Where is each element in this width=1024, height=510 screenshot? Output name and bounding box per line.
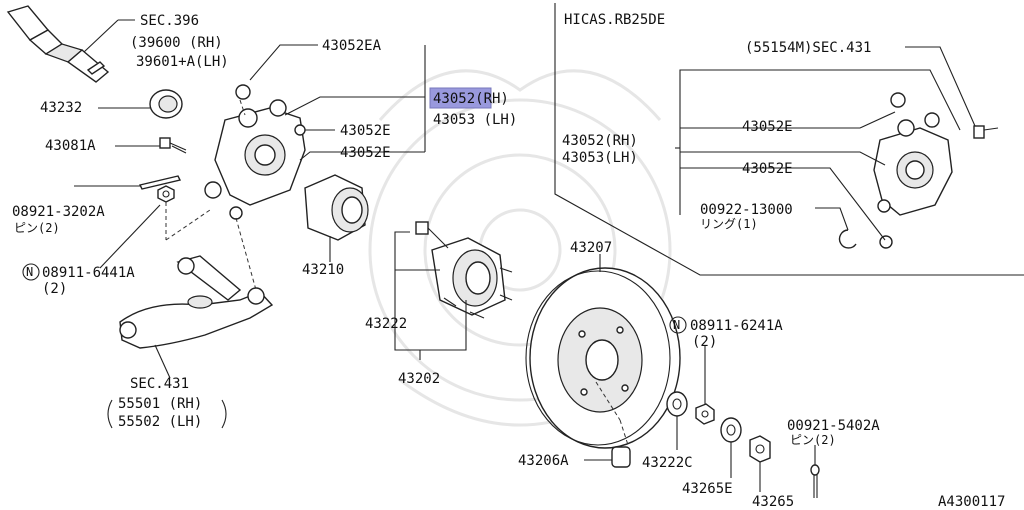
label-55502: 55502 (LH) xyxy=(118,414,202,430)
adjuster-part xyxy=(611,446,631,468)
n-mark-icon-glyph: N xyxy=(26,265,33,279)
lower-arm-part xyxy=(119,255,274,349)
oil-seal-part xyxy=(149,89,183,119)
hicas-inset-frame xyxy=(554,3,1024,276)
hicas-label-00922: 00922-13000 xyxy=(700,202,793,218)
label-sec396: SEC.396 xyxy=(140,13,199,29)
bracket-left xyxy=(107,399,113,429)
label-08911-6441a: 08911-6441A xyxy=(42,265,135,281)
hicas-actuator-part xyxy=(973,125,999,139)
label-43207: 43207 xyxy=(570,240,612,256)
label-39601: 39601+A(LH) xyxy=(136,54,229,70)
label-39600: (39600 (RH) xyxy=(130,35,223,51)
label-43081a: 43081A xyxy=(45,138,96,154)
highlight-43052 xyxy=(429,87,492,109)
hicas-label-sec431: (55154M)SEC.431 xyxy=(745,40,871,56)
hicas-label-43052e-1: 43052E xyxy=(742,119,793,135)
nut-part-a xyxy=(157,185,175,203)
hicas-label-ring: リング(1) xyxy=(700,217,758,231)
bolt-part xyxy=(159,137,187,154)
washer-part xyxy=(666,391,688,417)
n-mark-icon-b xyxy=(669,316,687,334)
label-43052-rh: 43052(RH) xyxy=(433,91,509,107)
castle-nut-part xyxy=(749,435,771,463)
washer-part-b xyxy=(720,417,742,443)
n-mark-icon-b-glyph: N xyxy=(673,318,680,332)
label-43053-lh: 43053 (LH) xyxy=(433,112,517,128)
label-43265: 43265 xyxy=(752,494,794,510)
label-sec431: SEC.431 xyxy=(130,376,189,392)
hicas-label-43052-rh: 43052(RH) xyxy=(562,133,638,149)
label-43210: 43210 xyxy=(302,262,344,278)
brake-disc-part xyxy=(525,267,681,449)
hicas-title: HICAS.RB25DE xyxy=(564,12,665,28)
label-43052ea: 43052EA xyxy=(322,38,382,54)
hicas-label-43053-lh: 43053(LH) xyxy=(562,150,638,166)
label-43202: 43202 xyxy=(398,371,440,387)
watermark-emblem xyxy=(368,69,672,427)
hicas-label-43052e-2: 43052E xyxy=(742,161,793,177)
label-qty-2-b: (2) xyxy=(692,334,717,350)
label-43265e: 43265E xyxy=(682,481,733,497)
n-mark-icon xyxy=(22,263,40,281)
pin-part xyxy=(138,175,182,190)
bracket-right xyxy=(221,399,227,429)
label-43052e-1: 43052E xyxy=(340,123,391,139)
label-43232: 43232 xyxy=(40,100,82,116)
hicas-knuckle-part xyxy=(873,92,953,249)
label-43206a: 43206A xyxy=(518,453,569,469)
label-pin-2-b: ピン(2) xyxy=(790,433,836,447)
label-08911-6241a: 08911-6241A xyxy=(690,318,783,334)
label-pin-2-a: ピン(2) xyxy=(14,221,60,235)
cotter-pin-part xyxy=(810,464,820,498)
label-diagram-id: A4300117 xyxy=(938,494,1005,510)
label-55501: 55501 (RH) xyxy=(118,396,202,412)
hicas-ring-part xyxy=(838,229,857,249)
knuckle-assembly-part xyxy=(204,84,306,220)
label-43222: 43222 xyxy=(365,316,407,332)
hub-bearing-part xyxy=(304,174,369,241)
drive-shaft-part xyxy=(6,5,110,83)
label-08921-3202a: 08921-3202A xyxy=(12,204,105,220)
label-qty-2-a: (2) xyxy=(42,281,67,297)
nut-part-b xyxy=(695,403,715,425)
label-00921-5402a: 00921-5402A xyxy=(787,418,880,434)
hub-flange-part xyxy=(415,221,513,319)
label-43222c: 43222C xyxy=(642,455,693,471)
label-43052e-2: 43052E xyxy=(340,145,391,161)
